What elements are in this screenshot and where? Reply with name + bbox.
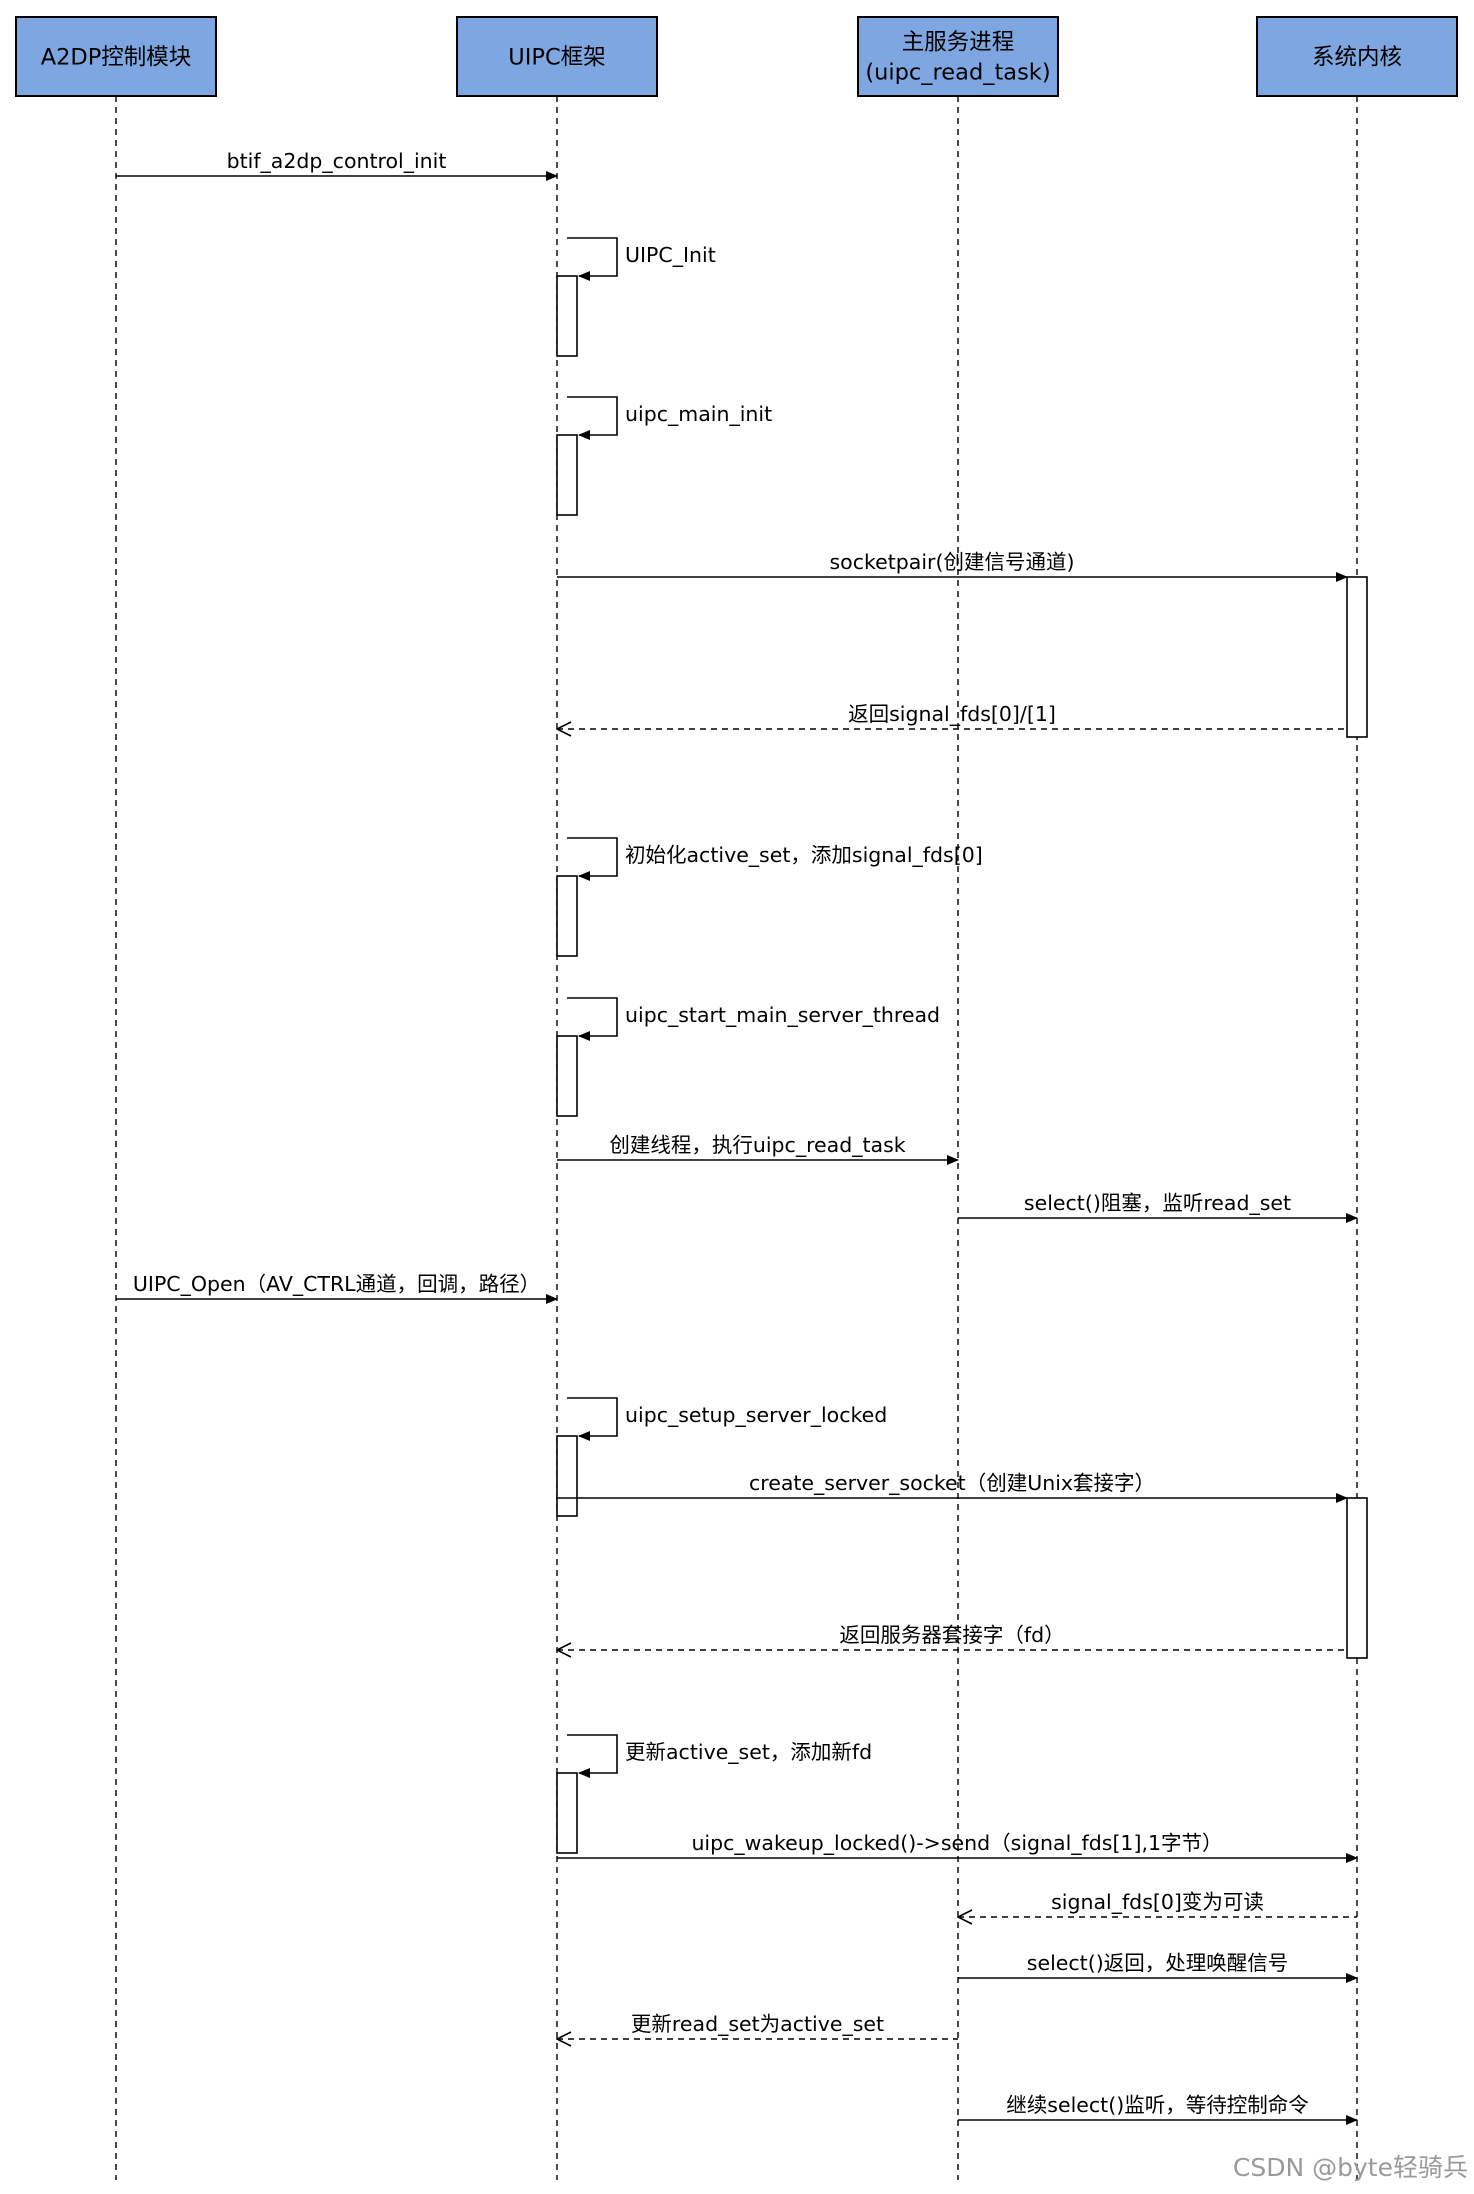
message: 返回signal_fds[0]/[1] xyxy=(557,702,1347,729)
participant-label: A2DP控制模块 xyxy=(41,45,192,71)
activations xyxy=(556,275,1368,1854)
message: UIPC_Init xyxy=(567,237,716,281)
message: UIPC_Open（AV_CTRL通道，回调，路径） xyxy=(116,1272,558,1304)
participant-label: 系统内核 xyxy=(1312,45,1402,71)
message-label: signal_fds[0]变为可读 xyxy=(1051,1890,1264,1915)
message: 更新read_set为active_set xyxy=(557,2012,958,2039)
participant-box: 系统内核 xyxy=(1256,16,1458,97)
message: select()阻塞，监听read_set xyxy=(958,1191,1358,1223)
message-label: select()阻塞，监听read_set xyxy=(1024,1191,1291,1216)
activation-bar xyxy=(556,1435,578,1517)
message: 继续select()监听，等待控制命令 xyxy=(958,2093,1358,2125)
self-call-arrow xyxy=(567,1397,618,1441)
participant-box: 主服务进程 (uipc_read_task) xyxy=(857,16,1059,97)
activation-bar xyxy=(556,1772,578,1854)
message: 返回服务器套接字（fd） xyxy=(557,1623,1347,1650)
participant-label: 主服务进程 xyxy=(902,30,1015,56)
message: btif_a2dp_control_init xyxy=(116,149,558,181)
activation-bar xyxy=(556,434,578,516)
message-label: 创建线程，执行uipc_read_task xyxy=(609,1133,905,1158)
participant-box-bg xyxy=(15,16,217,97)
self-call-arrow xyxy=(567,396,618,440)
message-label: 返回signal_fds[0]/[1] xyxy=(848,702,1056,727)
message-label: uipc_start_main_server_thread xyxy=(625,1003,940,1028)
message-label: UIPC_Open（AV_CTRL通道，回调，路径） xyxy=(133,1272,540,1297)
activation-bar xyxy=(556,1035,578,1117)
message-label: socketpair(创建信号通道) xyxy=(830,550,1075,574)
participant-box: UIPC框架 xyxy=(456,16,658,97)
message-label: UIPC_Init xyxy=(625,243,716,268)
message: uipc_main_init xyxy=(567,396,772,440)
participant-box-bg xyxy=(456,16,658,97)
self-call-arrow xyxy=(567,837,618,881)
self-call-arrow xyxy=(567,237,618,281)
message-label: btif_a2dp_control_init xyxy=(227,149,447,174)
activation-bar xyxy=(1346,1497,1368,1659)
self-call-arrow xyxy=(567,997,618,1041)
participants: A2DP控制模块 UIPC框架 主服务进程 (uipc_read_task) 系统内核 xyxy=(15,16,1458,97)
message-label: uipc_wakeup_locked()->send（signal_fds[1]… xyxy=(691,1831,1222,1856)
message-label: create_server_socket（创建Unix套接字） xyxy=(749,1471,1155,1496)
message: 初始化active_set，添加signal_fds[0] xyxy=(567,837,983,881)
message: uipc_wakeup_locked()->send（signal_fds[1]… xyxy=(557,1831,1358,1863)
message-label: 更新active_set，添加新fd xyxy=(625,1740,872,1765)
message-label: 初始化active_set，添加signal_fds[0] xyxy=(625,843,983,868)
message-label: select()返回，处理唤醒信号 xyxy=(1027,1951,1288,1975)
participant-label: UIPC框架 xyxy=(508,45,605,71)
message: select()返回，处理唤醒信号 xyxy=(958,1951,1358,1983)
message-label: uipc_setup_server_locked xyxy=(625,1403,887,1428)
message: signal_fds[0]变为可读 xyxy=(958,1890,1357,1917)
participant-box-bg xyxy=(1256,16,1458,97)
message: socketpair(创建信号通道) xyxy=(557,550,1348,582)
participant-box: A2DP控制模块 xyxy=(15,16,217,97)
message: 更新active_set，添加新fd xyxy=(567,1734,872,1778)
message-label: uipc_main_init xyxy=(625,402,772,427)
activation-bar xyxy=(556,875,578,957)
message: uipc_start_main_server_thread xyxy=(567,997,940,1041)
activation-bar xyxy=(1346,576,1368,738)
participant-label: (uipc_read_task) xyxy=(865,60,1050,86)
message: create_server_socket（创建Unix套接字） xyxy=(557,1471,1348,1503)
message-label: 返回服务器套接字（fd） xyxy=(839,1623,1064,1647)
activation-bar xyxy=(556,275,578,357)
self-call-arrow xyxy=(567,1734,618,1778)
message: uipc_setup_server_locked xyxy=(567,1397,887,1441)
watermark: CSDN @byte轻骑兵 xyxy=(1233,2153,1468,2182)
message-label: 更新read_set为active_set xyxy=(631,2012,884,2037)
participant-box-bg xyxy=(857,16,1059,97)
message-label: 继续select()监听，等待控制命令 xyxy=(1006,2093,1308,2117)
message: 创建线程，执行uipc_read_task xyxy=(557,1133,959,1165)
